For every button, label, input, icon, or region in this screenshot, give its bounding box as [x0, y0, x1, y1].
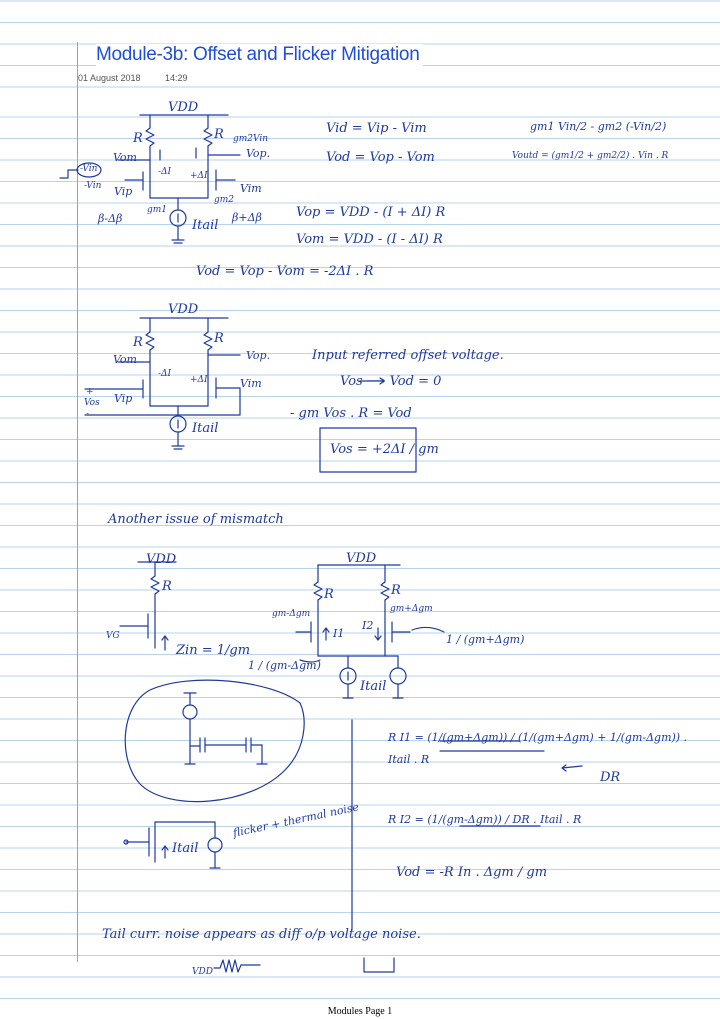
- page-date: 01 August 2018: [78, 73, 141, 83]
- dr-label: DR: [600, 770, 621, 785]
- vom-label: Vom: [113, 151, 137, 164]
- mismatch-heading: Another issue of mismatch: [108, 512, 284, 527]
- vom-equation: Vom = VDD - (I - ΔI) R: [296, 232, 443, 247]
- vdd-left-label: VDD: [146, 552, 177, 567]
- r-a-label: R: [324, 587, 334, 602]
- vdd-right-label: VDD: [346, 551, 377, 566]
- r-left-label: R: [133, 131, 143, 146]
- vod-result-equation: Vod = Vop - Vom = -2ΔI . R: [196, 264, 374, 279]
- vdd-noise-label: VDD: [192, 967, 213, 977]
- vip-label-2: Vip: [114, 392, 133, 405]
- itail-noise-label: Itail: [172, 841, 199, 856]
- minus-sign-label: -: [86, 409, 90, 419]
- vop-label: Vop.: [246, 147, 271, 160]
- plus-delta-i-label-2: +ΔI: [190, 375, 208, 385]
- r-b-label: R: [391, 583, 401, 598]
- r-right-label-2: R: [214, 331, 224, 346]
- frac-left-label: 1 / (gm-Δgm): [248, 659, 321, 672]
- itail-label-2: Itail: [192, 421, 219, 436]
- itail-label: Itail: [192, 218, 219, 233]
- vim-label: Vim: [240, 182, 262, 195]
- page-time: 14:29: [165, 73, 188, 83]
- page-footer: Modules Page 1: [327, 1006, 393, 1017]
- gm2vin-label: gm2Vin: [233, 134, 269, 144]
- voutd-expression: Voutd = (gm1/2 + gm2/2) . Vin . R: [512, 151, 669, 161]
- gm-vin-expression: gm1 Vin/2 - gm2 (-Vin/2): [530, 120, 667, 133]
- i1-label: I1: [333, 627, 345, 640]
- vop-equation: Vop = VDD - (I + ΔI) R: [296, 205, 446, 220]
- beta-minus-label: β-Δβ: [98, 212, 123, 225]
- frac-right-label: 1 / (gm+Δgm): [446, 633, 525, 646]
- margin-line: [77, 42, 78, 962]
- vdd-label: VDD: [168, 100, 199, 115]
- vos-label: Vos: [84, 398, 100, 408]
- itail-label-3: Itail: [360, 679, 387, 694]
- vim-label-2: Vim: [240, 377, 262, 390]
- vop-label-2: Vop.: [246, 349, 271, 362]
- r-single-label: R: [162, 579, 172, 594]
- gm2-label: gm2: [214, 195, 235, 205]
- vos-zero-line: Vos ⟶ Vod = 0: [340, 374, 442, 389]
- vos-boxed-result: Vos = +2ΔI / gm: [330, 442, 439, 457]
- plus-delta-i-label: +ΔI: [190, 171, 208, 181]
- ri2-equation: R I2 = (1/(gm-Δgm)) / DR . Itail . R: [388, 813, 582, 826]
- minus-delta-i-label-2: -ΔI: [158, 369, 172, 379]
- vdd-label-2: VDD: [168, 302, 199, 317]
- gm-plus-label: gm+Δgm: [390, 604, 433, 614]
- offset-heading: Input referred offset voltage.: [312, 348, 504, 363]
- minus-delta-i-label: -ΔI: [158, 167, 172, 177]
- plus-sign-label: +: [86, 387, 94, 397]
- gm1-label: gm1: [147, 205, 168, 215]
- r-left-label-2: R: [133, 335, 143, 350]
- vin-source-label: -Vin: [80, 164, 98, 174]
- ri1-equation: R I1 = (1/(gm+Δgm)) / (1/(gm+Δgm) + 1/(g…: [388, 731, 688, 766]
- vom-label-2: Vom: [113, 353, 137, 366]
- gm-minus-label: gm-Δgm: [272, 609, 311, 619]
- r-right-label: R: [214, 127, 224, 142]
- vg-label: VG: [106, 631, 120, 641]
- vod-mismatch-equation: Vod = -R In . Δgm / gm: [396, 865, 548, 880]
- tail-noise-note: Tail curr. noise appears as diff o/p vol…: [102, 927, 421, 942]
- beta-plus-label: β+Δβ: [232, 211, 262, 224]
- page-title: Module-3b: Offset and Flicker Mitigation: [96, 44, 424, 66]
- vod-equation: Vod = Vop - Vom: [326, 150, 435, 165]
- vip-label: Vip: [114, 185, 133, 198]
- zin-label: Zin = 1/gm: [176, 643, 251, 658]
- vid-equation: Vid = Vip - Vim: [326, 121, 427, 136]
- vin-neg-label: -Vin: [84, 181, 102, 191]
- i2-label: I2: [362, 619, 374, 632]
- gm-vos-equation: - gm Vos . R = Vod: [290, 406, 412, 421]
